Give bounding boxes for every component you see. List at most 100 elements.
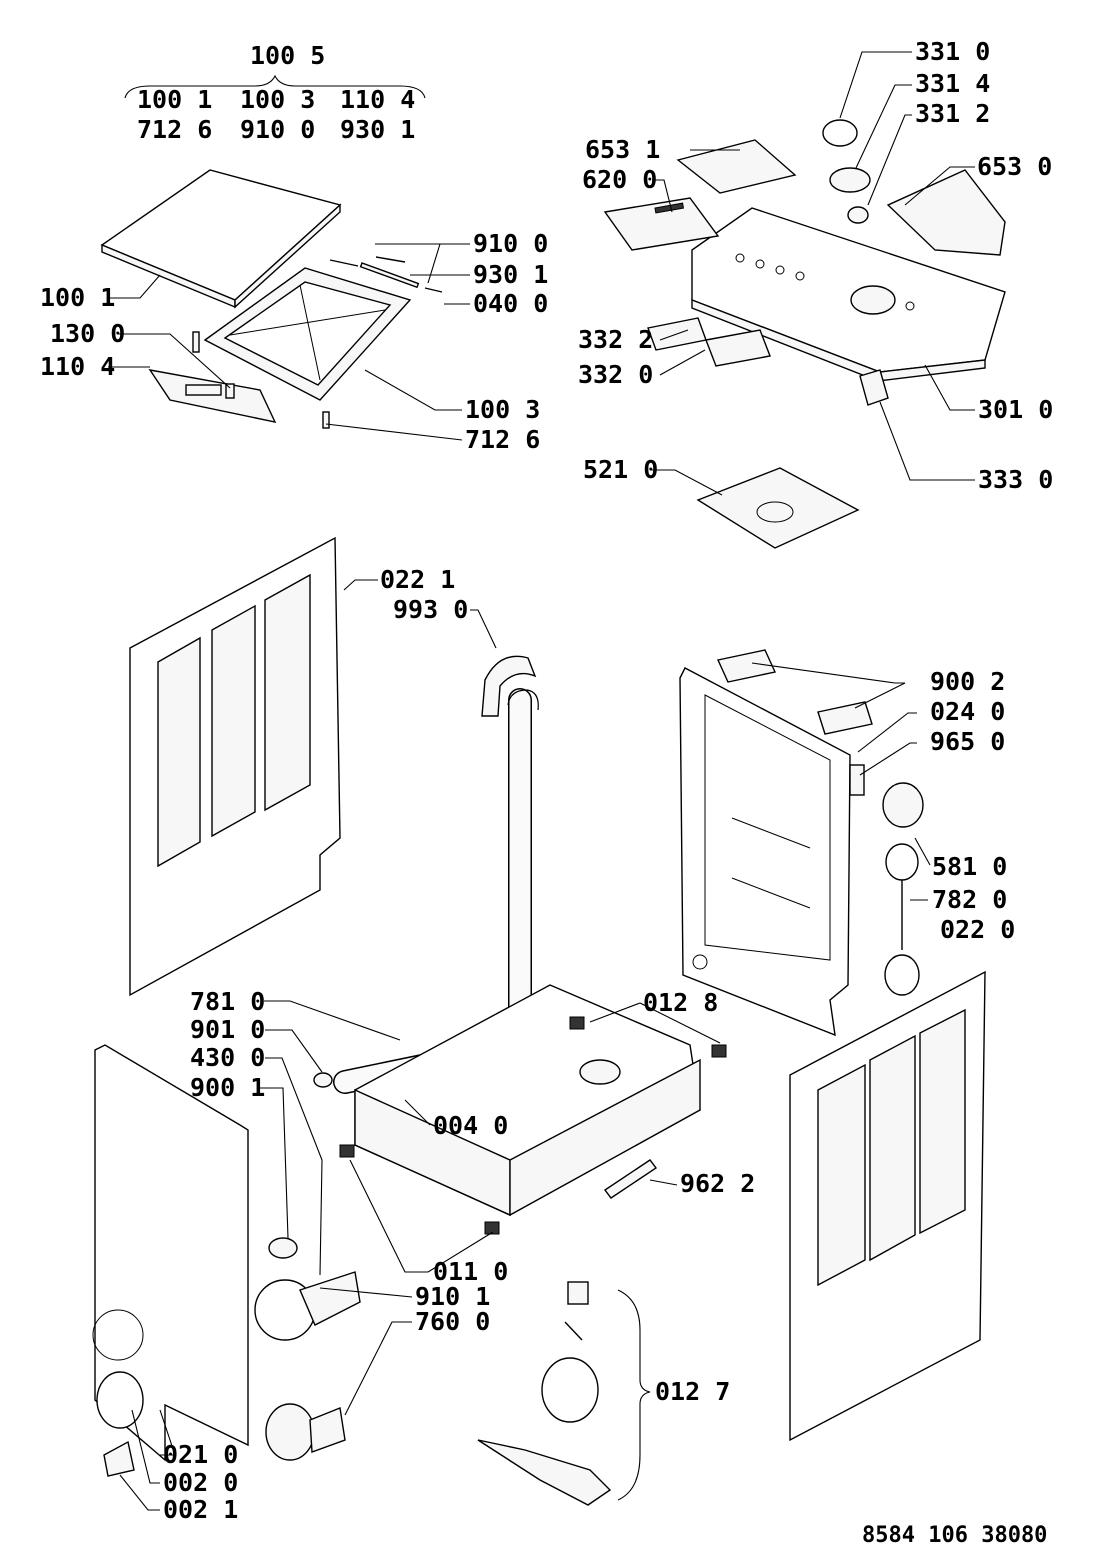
led-4 [795, 271, 805, 281]
label-900-1: 900 1 [190, 1073, 265, 1102]
label-965-0: 965 0 [930, 727, 1005, 756]
foot-rear-right [711, 1044, 727, 1058]
handle-slot [185, 384, 222, 396]
tray-cutout [756, 501, 794, 523]
foot-rear-left [569, 1016, 585, 1030]
filter-cover-clip [103, 1440, 135, 1477]
leader-lines [108, 51, 975, 1511]
base-pump-seat [579, 1059, 621, 1085]
label-333-0: 333 0 [978, 465, 1053, 494]
kit-brace [617, 1289, 651, 1501]
front-panel-filter-hole [92, 1309, 144, 1361]
top-frame-opening [223, 281, 392, 386]
part-labels: 331 0 331 4 331 2 653 1 653 0 620 0 910 … [40, 37, 1053, 1524]
label-022-1: 022 1 [380, 565, 455, 594]
left-side-panel [129, 536, 341, 997]
knob-dial-ring [829, 167, 871, 193]
label-012-8: 012 8 [643, 988, 718, 1017]
label-910-0-top: 910 0 [473, 229, 548, 258]
rear-panel [679, 649, 924, 1037]
rear-clip-lower [817, 701, 873, 735]
rear-connector [849, 764, 865, 796]
top-lid-edge-side [234, 203, 341, 309]
top-frame-brace-2 [299, 284, 321, 381]
rod-2 [375, 256, 406, 263]
led-1 [735, 253, 745, 263]
kit-caster-socket [541, 1357, 599, 1423]
foot-front-right [484, 1221, 500, 1235]
label-430-0: 430 0 [190, 1043, 265, 1072]
label-781-0: 781 0 [190, 987, 265, 1016]
rear-clip-top [717, 649, 776, 683]
label-021-0: 021 0 [163, 1440, 238, 1469]
label-653-1: 653 1 [585, 135, 660, 164]
hinge-clip [192, 331, 200, 353]
right-side-panel [789, 970, 986, 1442]
label-712-6: 712 6 [465, 425, 540, 454]
program-knob [822, 119, 858, 147]
label-002-1: 002 1 [163, 1495, 238, 1524]
rear-panel-body [679, 667, 851, 1037]
base-frame [339, 984, 727, 1235]
label-012-7: 012 7 [655, 1377, 730, 1406]
hinge-pin [322, 411, 330, 429]
right-panel-rib-2 [869, 1034, 916, 1262]
mains-filter-tray [696, 467, 860, 549]
front-handle-strip [148, 369, 277, 423]
group-row2-col2: 910 0 [240, 115, 315, 144]
group-row1-col1: 100 1 [137, 85, 212, 114]
group-row2-col3: 930 1 [340, 115, 415, 144]
label-100-3: 100 3 [465, 395, 540, 424]
label-022-0: 022 0 [940, 915, 1015, 944]
hose-bend [507, 689, 539, 711]
label-130-0: 130 0 [50, 319, 125, 348]
right-pcb-bracket [886, 169, 1006, 256]
label-110-4: 110 4 [40, 352, 115, 381]
door-lock-strip [603, 1159, 658, 1199]
label-962-2: 962 2 [680, 1169, 755, 1198]
pressure-switch [882, 782, 924, 828]
hose-clamp [313, 1072, 333, 1088]
label-581-0: 581 0 [932, 852, 1007, 881]
button-strip-large [705, 329, 771, 367]
kit-clip [567, 1281, 589, 1305]
knob-adapter [847, 206, 869, 224]
label-331-2: 331 2 [915, 99, 990, 128]
drain-filter-grip [309, 1407, 346, 1453]
pump-outlet [299, 1271, 361, 1326]
console-knob-seat [850, 285, 896, 315]
label-993-0: 993 0 [393, 595, 468, 624]
label-332-2: 332 2 [578, 325, 653, 354]
label-024-0: 024 0 [930, 697, 1005, 726]
label-900-2: 900 2 [930, 667, 1005, 696]
foot-front-left [339, 1144, 355, 1158]
hose-hook [481, 655, 537, 717]
rear-panel-slot-2 [731, 877, 811, 909]
group-row2-col1: 712 6 [137, 115, 212, 144]
label-782-0: 782 0 [932, 885, 1007, 914]
right-panel-rib-3 [919, 1008, 966, 1235]
left-panel-rib-2 [211, 604, 256, 838]
label-301-0: 301 0 [978, 395, 1053, 424]
top-lid-assembly [100, 169, 443, 429]
lock-catch [225, 383, 235, 399]
left-panel-rib-1 [157, 636, 201, 868]
rod-1 [329, 259, 359, 267]
label-040-0: 040 0 [473, 289, 548, 318]
label-332-0: 332 0 [578, 360, 653, 389]
label-901-0: 901 0 [190, 1015, 265, 1044]
group-title: 100 5 [250, 41, 325, 70]
display-chip [654, 202, 685, 214]
drain-filter [265, 1403, 315, 1461]
top-pcb-bracket [676, 139, 797, 194]
left-panel-rib-3 [264, 573, 311, 812]
rear-panel-slot-1 [731, 817, 811, 849]
group-brace [124, 74, 426, 99]
rear-panel-hole [692, 954, 708, 970]
filter-cover [96, 1371, 144, 1429]
label-100-1: 100 1 [40, 283, 115, 312]
label-910-1: 910 1 [415, 1282, 490, 1311]
label-653-0: 653 0 [977, 152, 1052, 181]
group-row1-col3: 110 4 [340, 85, 415, 114]
level-tube-ring-upper [885, 843, 919, 881]
